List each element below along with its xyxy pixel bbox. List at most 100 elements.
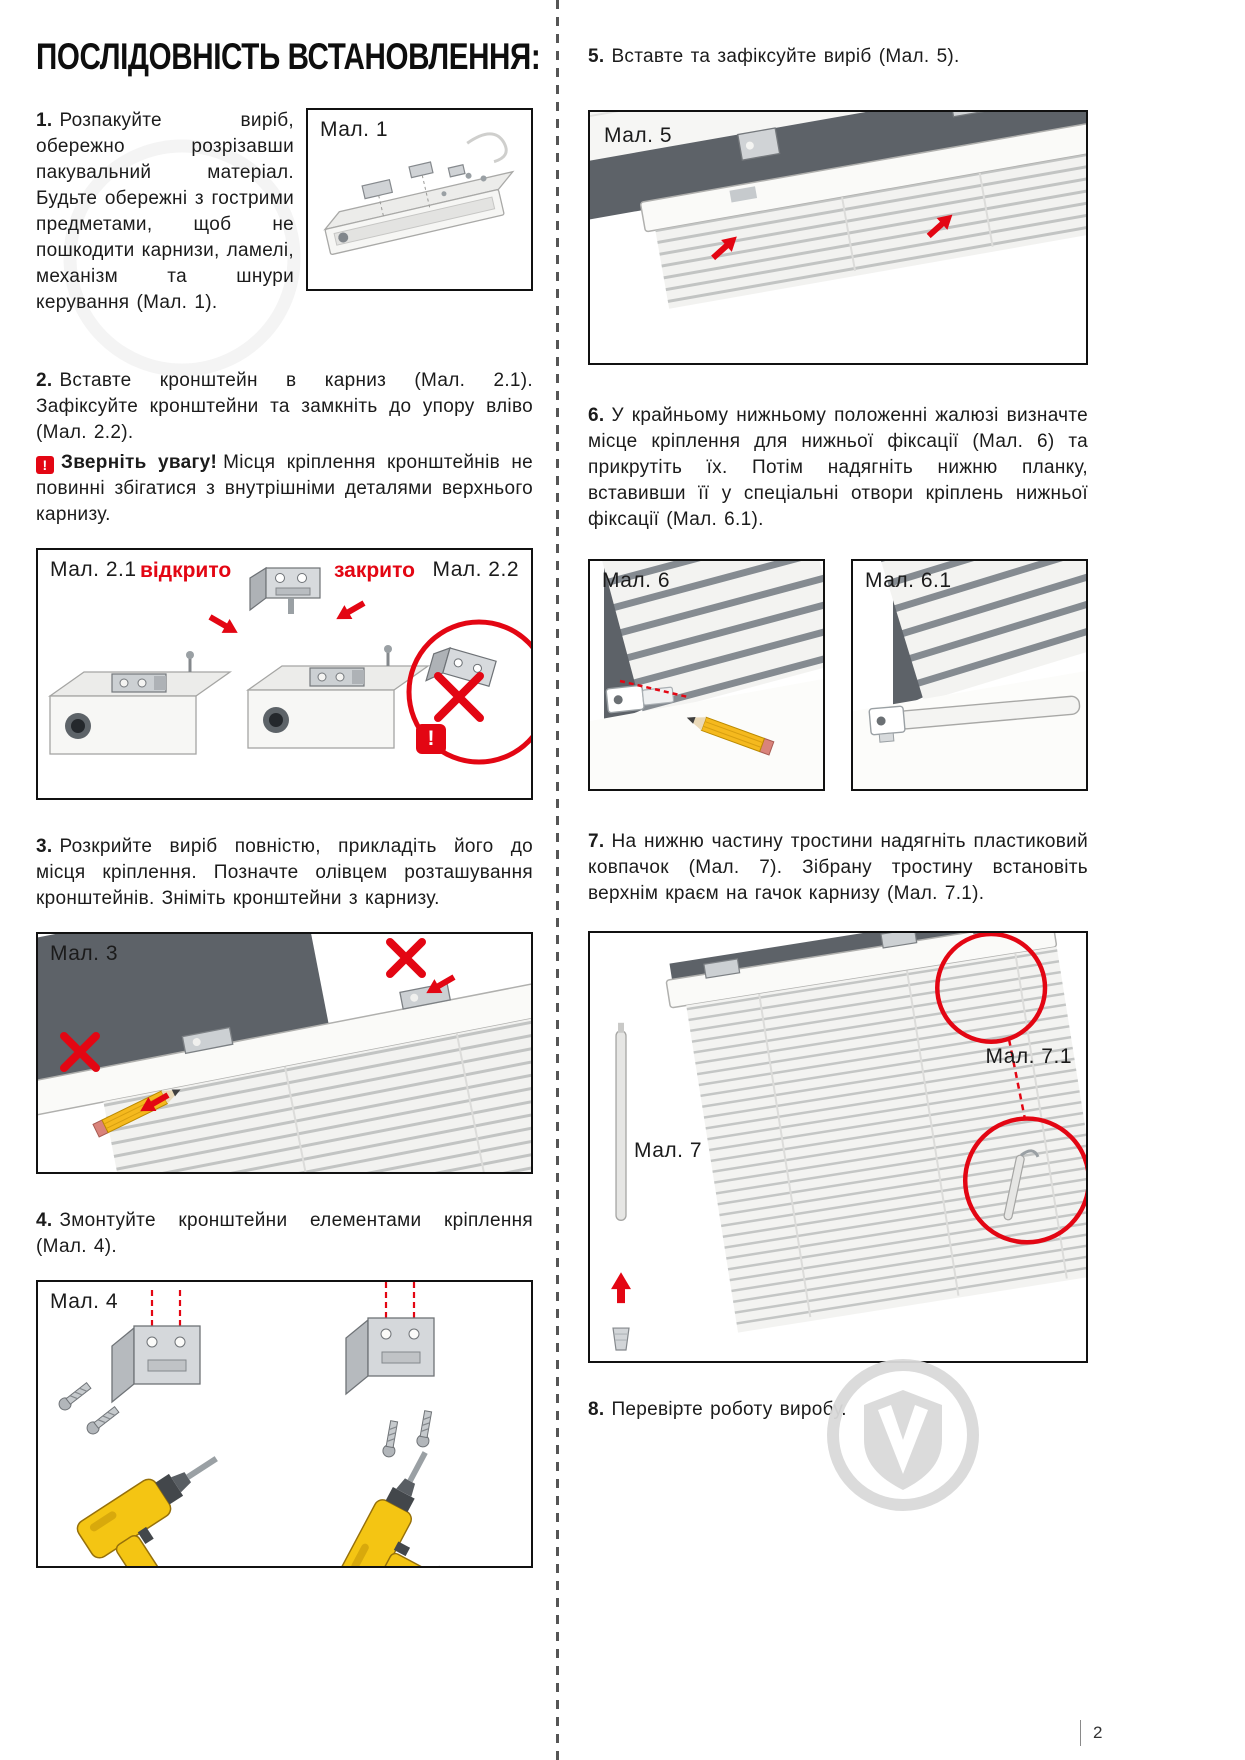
step-4-text: Змонтуйте кронштейни елементами кріпленн… bbox=[36, 1210, 533, 1258]
step-1-row: 1.Розпакуйте виріб, обережно розрізавши … bbox=[36, 108, 533, 316]
screw-icon bbox=[415, 1409, 435, 1449]
figure-3: Мал. 3 bbox=[36, 932, 533, 1175]
headrail bbox=[323, 132, 515, 256]
step-1-number: 1. bbox=[36, 110, 53, 131]
figure-4-label: Мал. 4 bbox=[50, 1290, 119, 1314]
red-arrow bbox=[208, 614, 238, 634]
red-arrow bbox=[336, 600, 366, 620]
step-5-number: 5. bbox=[588, 46, 605, 67]
step-7: 7.На нижню частину тростини надягніть пл… bbox=[588, 829, 1088, 907]
step-4-number: 4. bbox=[36, 1210, 53, 1232]
step-8-text: Перевірте роботу виробу. bbox=[611, 1399, 847, 1421]
drill-icon bbox=[337, 1442, 496, 1567]
crossed-out-bracket bbox=[406, 619, 531, 765]
step-3: 3.Розкрийте виріб повністю, прикладіть й… bbox=[36, 834, 533, 912]
step-5: 5. Вставте та зафіксуйте виріб (Мал. 5). bbox=[588, 44, 1088, 70]
figure-5-label: Мал. 5 bbox=[604, 124, 673, 148]
center-bracket bbox=[249, 567, 321, 615]
red-arrow bbox=[926, 214, 953, 239]
step-6-number: 6. bbox=[588, 405, 605, 427]
figure-4: Мал. 4 bbox=[36, 1280, 533, 1569]
window-and-blinds bbox=[590, 112, 1086, 309]
red-arrow bbox=[140, 1092, 170, 1112]
pencil-icon bbox=[686, 716, 775, 756]
page-number-value: 2 bbox=[1093, 1723, 1103, 1742]
step-3-text: Розкрийте виріб повністю, прикладіть йог… bbox=[36, 836, 533, 910]
screw-icon bbox=[56, 1380, 94, 1414]
wall-bracket bbox=[110, 1289, 202, 1404]
step-1: 1.Розпакуйте виріб, обережно розрізавши … bbox=[36, 108, 294, 316]
figure-6-label: Мал. 6 bbox=[602, 569, 671, 593]
figure-6-row: Мал. 6 bbox=[588, 559, 1088, 792]
wall-bracket bbox=[344, 1282, 436, 1396]
figure-7-label: Мал. 7 bbox=[634, 1139, 703, 1163]
step-6-text: У крайньому нижньому положенні жалюзі ви… bbox=[588, 405, 1088, 531]
figure-2-illustration bbox=[48, 567, 531, 765]
figure-6-1: Мал. 6.1 bbox=[851, 559, 1088, 792]
warning-icon: ! bbox=[36, 456, 54, 475]
figure-5-illustration bbox=[590, 112, 1086, 309]
red-arrow-up bbox=[611, 1272, 631, 1304]
page-title: ПОСЛІДОВНІСТЬ ВСТАНОВЛЕННЯ: bbox=[36, 36, 541, 77]
alert-icon: ! bbox=[416, 724, 446, 755]
closed-label: закрито bbox=[334, 559, 415, 583]
ceiling-bracket bbox=[737, 127, 781, 161]
step-8-number: 8. bbox=[588, 1399, 605, 1421]
open-label: відкрито bbox=[140, 559, 232, 583]
step-1-text: Розпакуйте виріб, обережно розрізавши па… bbox=[36, 110, 294, 314]
red-dashed-line bbox=[1007, 1039, 1027, 1120]
drill-icon bbox=[73, 1440, 263, 1567]
page-number: 2 bbox=[1080, 1720, 1102, 1746]
figure-2: Мал. 2.1 відкрито закрито Мал. 2.2 ! bbox=[36, 548, 533, 801]
step-2-warning: ! Зверніть увагу!Місця кріплення кронштей… bbox=[36, 450, 533, 528]
screw-icon bbox=[84, 1404, 122, 1438]
blinds bbox=[38, 934, 531, 1173]
red-circle bbox=[935, 933, 1048, 1045]
figure-3-label: Мал. 3 bbox=[50, 942, 119, 966]
step-7-number: 7. bbox=[588, 831, 605, 853]
figure-7-1-label: Мал. 7.1 bbox=[985, 1045, 1072, 1069]
warning-text: Місця кріплення кронштейнів не повинні з… bbox=[36, 452, 533, 526]
figure-2-1-label: Мал. 2.1 bbox=[50, 558, 137, 582]
wand bbox=[615, 1022, 627, 1222]
right-column: 5.Вставте та зафіксуйте виріб (Мал. 5). … bbox=[588, 0, 1088, 1423]
figure-6-illustration bbox=[590, 561, 823, 790]
figure-1-illustration bbox=[323, 132, 515, 256]
figure-5: Мал. 5 bbox=[588, 110, 1088, 366]
wand-hook-detail bbox=[1003, 1149, 1040, 1221]
screw-icon bbox=[381, 1419, 401, 1459]
red-cross bbox=[386, 938, 426, 979]
step-5-text: Вставте та зафіксуйте виріб (Мал. 5). bbox=[611, 46, 960, 67]
blinds bbox=[665, 933, 1086, 1333]
step-2: 2.Вставте кронштейн в карниз (Мал. 2.1).… bbox=[36, 368, 533, 446]
step-8: 8. Перевірте роботу виробу. bbox=[588, 1397, 1088, 1423]
left-column: ПОСЛІДОВНІСТЬ ВСТАНОВЛЕННЯ: 1.Розпакуйте… bbox=[36, 0, 541, 1569]
figure-4-illustration bbox=[56, 1282, 496, 1567]
figure-1-label: Мал. 1 bbox=[320, 118, 389, 141]
figure-1: Мал. 1 bbox=[306, 108, 533, 291]
step-7-text: На нижню частину тростини надягніть плас… bbox=[588, 831, 1088, 905]
figure-7: Мал. 7 Мал. 7.1 bbox=[588, 931, 1088, 1364]
step-4: 4.Змонтуйте кронштейни елементами кріпле… bbox=[36, 1208, 533, 1260]
cap-icon bbox=[612, 1327, 630, 1351]
step-2-text: Вставте кронштейн в карниз (Мал. 2.1). З… bbox=[36, 370, 533, 444]
figure-3-illustration bbox=[38, 934, 531, 1173]
step-2-number: 2. bbox=[36, 370, 53, 392]
figure-7-illustration bbox=[611, 933, 1086, 1351]
red-dashed-line bbox=[619, 679, 689, 699]
red-arrow bbox=[426, 974, 456, 994]
figure-2-2-label: Мал. 2.2 bbox=[432, 558, 519, 582]
red-cross bbox=[434, 672, 484, 723]
figure-6: Мал. 6 bbox=[588, 559, 825, 792]
step-6: 6.У крайньому нижньому положенні жалюзі … bbox=[588, 403, 1088, 533]
bottom-rail bbox=[868, 695, 1081, 743]
red-arrow bbox=[711, 236, 737, 261]
figure-6-1-illustration bbox=[853, 561, 1086, 790]
column-divider-dashed-line bbox=[556, 0, 559, 1760]
warning-bold-text: Зверніть увагу! bbox=[61, 452, 218, 474]
figure-6-1-label: Мал. 6.1 bbox=[865, 569, 952, 593]
step-3-number: 3. bbox=[36, 836, 53, 858]
red-circle bbox=[962, 1116, 1086, 1245]
red-cross bbox=[60, 1032, 100, 1073]
ceiling-bracket bbox=[948, 112, 992, 118]
